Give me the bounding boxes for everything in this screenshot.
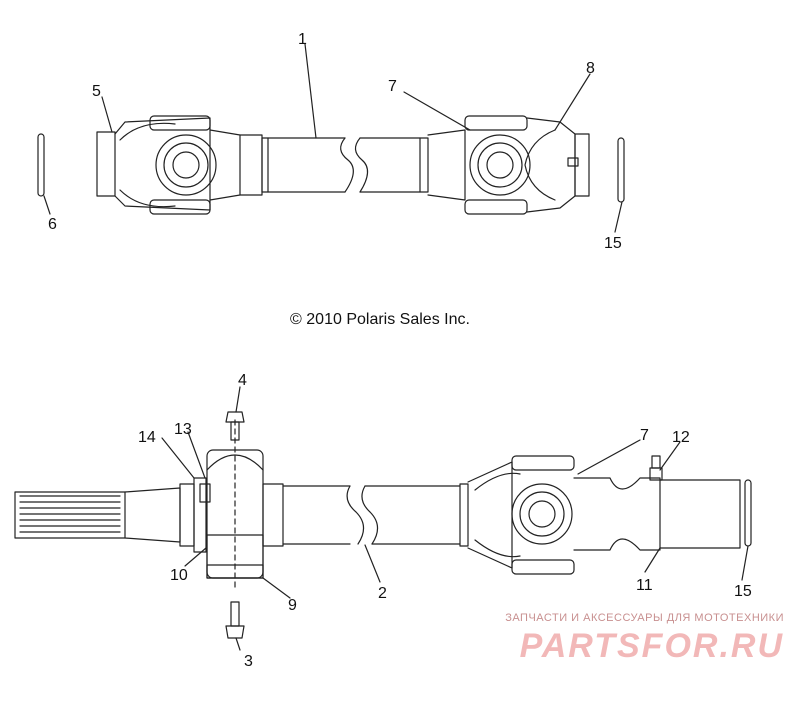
- top-driveshaft-tube: [261, 137, 429, 193]
- callout-13: 13: [174, 421, 192, 438]
- copyright-notice: © 2010 Polaris Sales Inc.: [290, 311, 470, 328]
- top-left-snap-ring: [37, 133, 45, 197]
- bottom-right-snap-ring: [744, 479, 752, 547]
- bottom-bolt: [225, 601, 245, 639]
- callout-3: 3: [244, 653, 253, 670]
- callout-2: 2: [378, 585, 387, 602]
- bottom-driveshaft-assembly: [14, 386, 752, 651]
- callout-10: 10: [170, 567, 188, 584]
- callout-12: 12: [672, 429, 690, 446]
- callout-15: 15: [604, 235, 622, 252]
- callout-1: 1: [298, 31, 307, 48]
- callout-6: 6: [48, 216, 57, 233]
- callout-9: 9: [288, 597, 297, 614]
- callout-15b: 15: [734, 583, 752, 600]
- top-right-u-joint: [427, 115, 590, 215]
- callout-4: 4: [238, 372, 247, 389]
- carrier-bearing-housing: [199, 419, 264, 591]
- callout-14: 14: [138, 429, 156, 446]
- top-left-u-joint: [96, 115, 263, 215]
- top-driveshaft-assembly: [37, 43, 625, 233]
- watermark-logo: PARTSFOR.RU: [519, 627, 784, 665]
- slip-yoke: [573, 455, 741, 551]
- top-bolt: [225, 411, 245, 441]
- watermark-tagline: ЗАПЧАСТИ И АКСЕССУАРЫ ДЛЯ МОТОТЕХНИКИ: [505, 612, 784, 624]
- callout-7: 7: [388, 78, 397, 95]
- bottom-callouts: 4 14 13 7 12 10 2 9 11 15 3: [138, 372, 752, 670]
- splined-stub-shaft: [14, 477, 207, 553]
- top-right-snap-ring: [617, 137, 625, 203]
- callout-8: 8: [586, 60, 595, 77]
- callout-7b: 7: [640, 427, 649, 444]
- callout-5: 5: [92, 83, 101, 100]
- callout-11: 11: [636, 577, 653, 594]
- bottom-u-joint: [467, 455, 575, 575]
- top-callouts: 1 5 6 7 8 15: [48, 31, 622, 252]
- bottom-driveshaft-tube: [262, 483, 469, 547]
